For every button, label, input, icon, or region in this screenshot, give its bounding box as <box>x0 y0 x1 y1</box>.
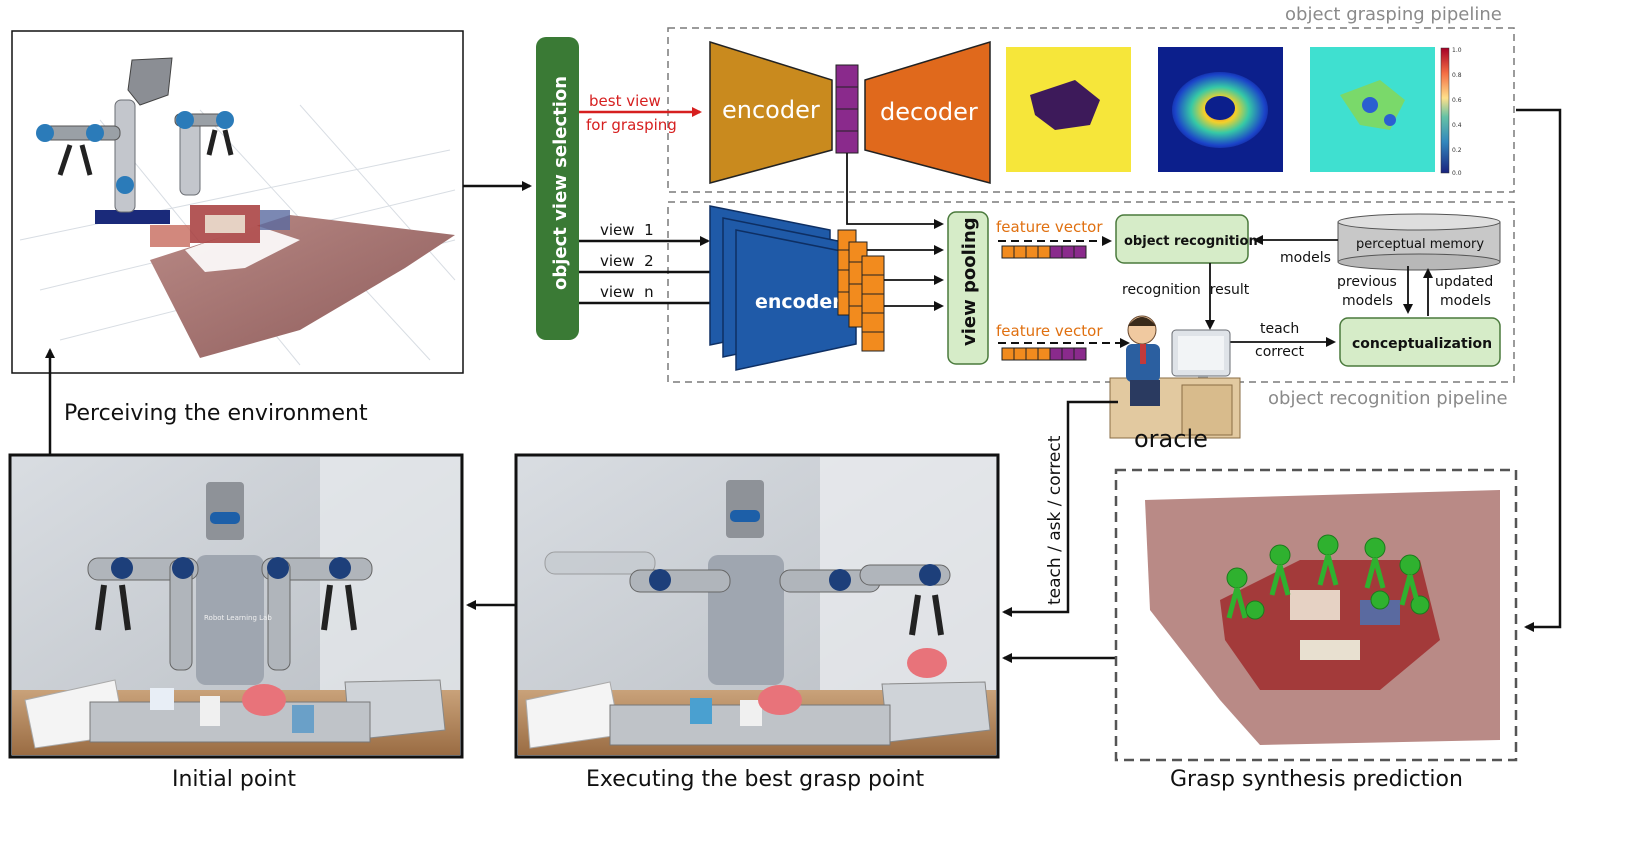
perceive-caption: Perceiving the environment <box>64 401 368 426</box>
colorbar-tick: 0.8 <box>1452 72 1462 79</box>
view-2-label: view 2 <box>600 252 654 270</box>
recognition-result-label: recognition result <box>1122 282 1250 298</box>
angle-heatmap-image <box>1158 47 1283 172</box>
perceive-panel <box>11 30 464 374</box>
synthesis-caption: Grasp synthesis prediction <box>1170 767 1463 792</box>
colorbar-tick: 1.0 <box>1452 47 1462 54</box>
view-pooling-block <box>947 211 989 365</box>
view-pooling-label: view pooling <box>959 217 980 346</box>
executing-photo <box>514 453 1000 759</box>
correct-label: correct <box>1255 344 1305 360</box>
robot-icon <box>87 482 373 685</box>
feature-vector-2 <box>1001 347 1087 361</box>
view-selection-label: object view selection <box>550 76 571 290</box>
feature-vector-1 <box>1001 245 1087 259</box>
baskets-icon <box>525 681 991 749</box>
object-recognition-label: object recognition <box>1124 234 1258 249</box>
oracle-person-icon <box>1109 315 1241 439</box>
quality-map-image <box>1006 47 1131 172</box>
view-1-label: view 1 <box>600 221 654 239</box>
arrow-grasping-to-synthesis <box>1516 108 1562 632</box>
arrow-oracle-to-executing <box>1002 400 1118 617</box>
robot-model-icon <box>36 57 234 224</box>
perceptual-memory-icon <box>1337 213 1501 271</box>
robot-poster-text: Robot Learning Lab <box>204 614 272 622</box>
feature-vector-label-1: feature vector <box>996 218 1103 236</box>
conceptualization-box <box>1339 317 1501 367</box>
colorbar-tick: 0.2 <box>1452 147 1462 154</box>
teach-ask-correct-label: teach / ask / correct <box>1045 435 1065 605</box>
colorbar-tick: 0.0 <box>1452 170 1462 177</box>
updated-models-label-2: models <box>1440 293 1491 309</box>
view-feature-stacks <box>837 229 885 352</box>
feature-vector-label-2: feature vector <box>996 322 1103 340</box>
recognition-pipeline-label: object recognition pipeline <box>1268 388 1508 409</box>
grasping-pipeline-label: object grasping pipeline <box>1285 4 1502 25</box>
grasp-decoder-block <box>864 40 991 184</box>
robot-icon <box>544 480 951 685</box>
cluttered-objects-icon <box>150 205 290 247</box>
view-selection-block: object view selection <box>536 37 579 340</box>
previous-models-label-2: models <box>1342 293 1393 309</box>
object-recognition-box <box>1115 214 1249 264</box>
recognition-encoder-stack <box>709 205 857 371</box>
executing-caption: Executing the best grasp point <box>586 767 925 792</box>
previous-models-label-1: previous <box>1337 274 1397 290</box>
best-view-label-1: best view <box>589 92 661 110</box>
tray-objects-icon <box>609 685 891 746</box>
grasp-encoder-block <box>709 40 833 184</box>
recognition-pipeline-box <box>667 201 1515 383</box>
tray-objects-icon <box>89 684 371 743</box>
perceptual-memory-label: perceptual memory <box>1356 237 1484 252</box>
width-map-image <box>1310 47 1435 172</box>
colorbar-tick: 0.6 <box>1452 97 1462 104</box>
teach-label: teach <box>1260 321 1299 337</box>
colorbar-tick: 0.4 <box>1452 122 1462 129</box>
grasping-pipeline-box <box>667 27 1515 193</box>
initial-point-photo <box>8 453 464 759</box>
best-view-label-2: for grasping <box>586 116 677 134</box>
updated-models-label-1: updated <box>1435 274 1493 290</box>
grasp-encoder-label: encoder <box>722 96 820 124</box>
grasp-poses-icon <box>1226 534 1430 620</box>
arrow-latent-to-pooling <box>846 153 944 229</box>
recognition-encoder-label: encoder <box>755 291 842 313</box>
view-n-label: view n <box>600 283 654 301</box>
conceptualization-label: conceptualization <box>1352 336 1492 352</box>
initial-caption: Initial point <box>172 767 296 792</box>
colorbar: 1.0 0.8 0.6 0.4 0.2 0.0 <box>1440 47 1462 177</box>
latent-vector <box>835 64 859 154</box>
oracle-label: oracle <box>1134 425 1208 453</box>
models-label: models <box>1280 250 1331 266</box>
grasp-decoder-label: decoder <box>880 98 978 126</box>
